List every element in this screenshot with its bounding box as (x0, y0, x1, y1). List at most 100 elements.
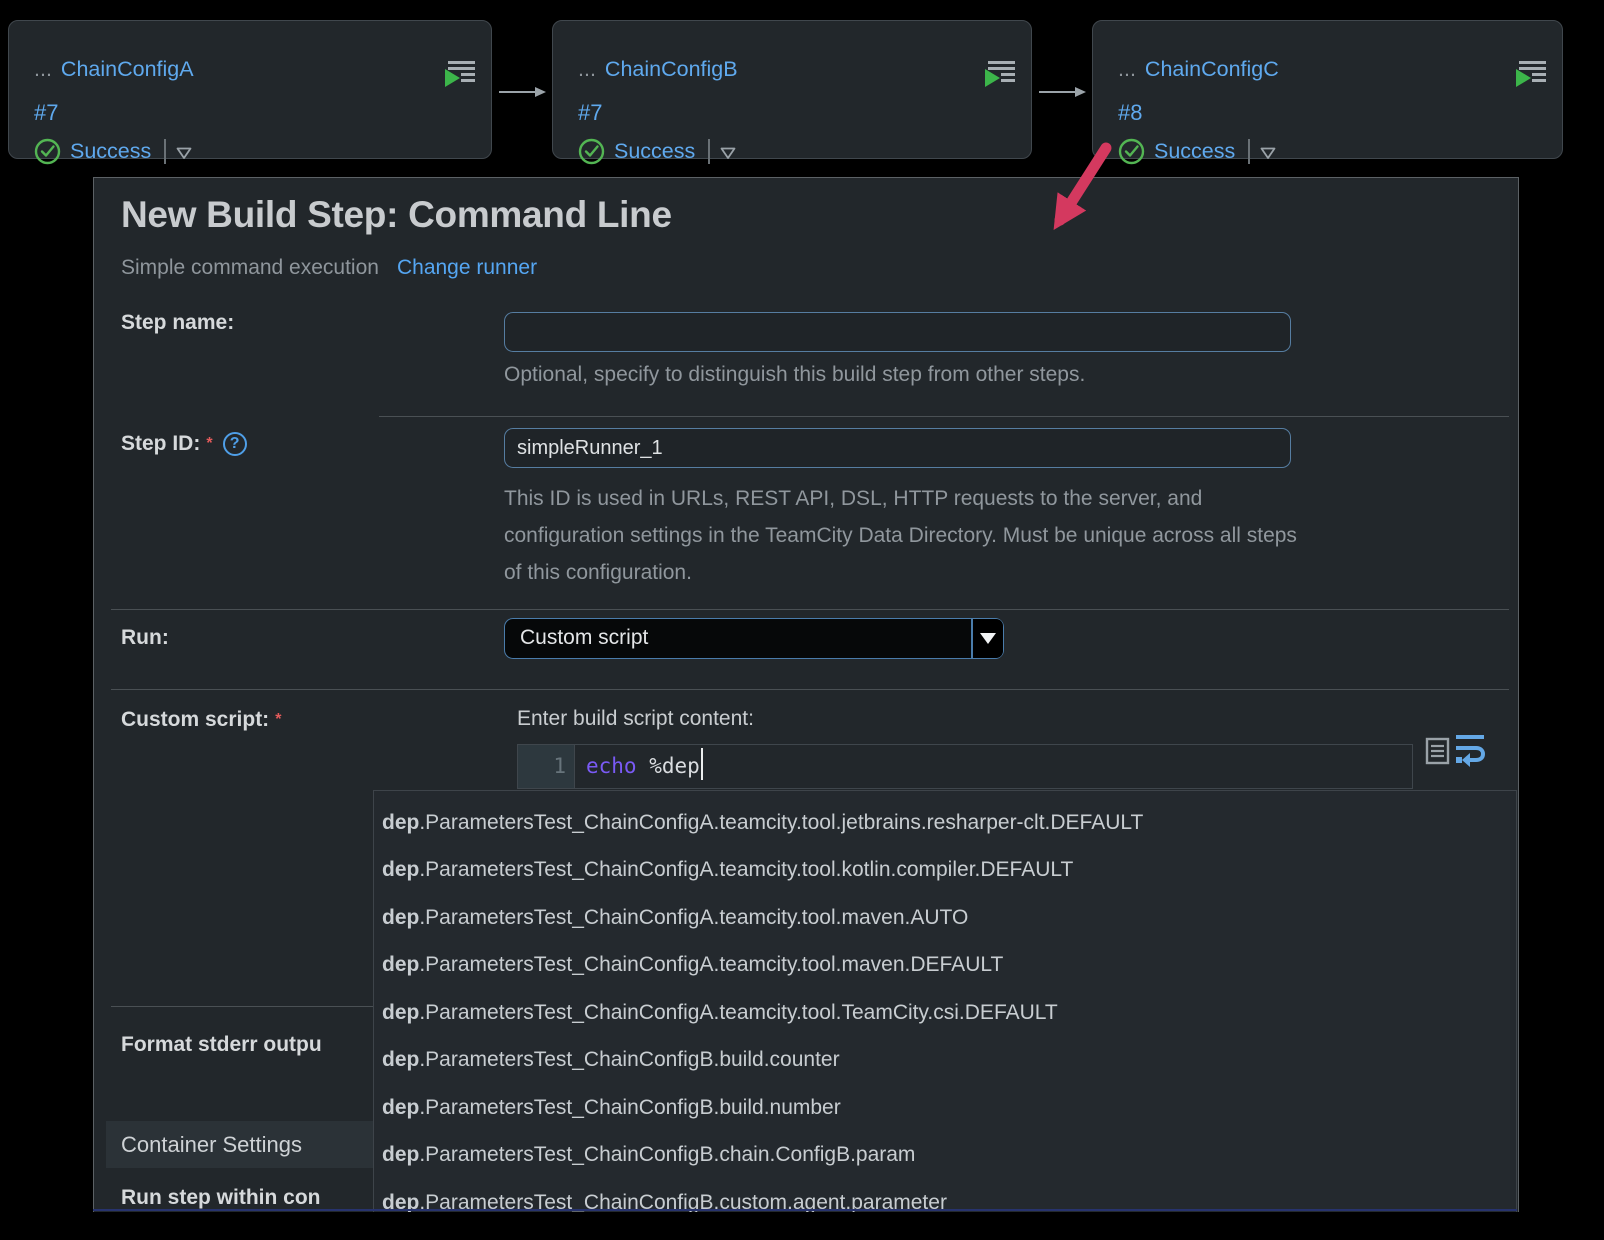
build-status-link[interactable]: Success (70, 139, 152, 163)
step-id-label-row: Step ID: * ? (121, 432, 247, 456)
autocomplete-item[interactable]: dep.ParametersTest_ChainConfigA.teamcity… (374, 942, 1516, 990)
autocomplete-item-text: .ParametersTest_ChainConfigA.teamcity.to… (419, 953, 1004, 977)
build-config-link[interactable]: ChainConfigC (1144, 57, 1279, 81)
status-menu-caret-icon[interactable] (720, 147, 736, 160)
build-status-row: Success (1118, 138, 1276, 165)
chain-arrow-icon (1039, 87, 1086, 97)
status-separator (1248, 139, 1251, 164)
autocomplete-item[interactable]: dep.ParametersTest_ChainConfigA.teamcity… (374, 847, 1516, 895)
build-config-link[interactable]: ChainConfigB (604, 57, 738, 81)
run-build-icon[interactable] (444, 60, 476, 87)
show-document-icon[interactable] (1425, 737, 1450, 765)
soft-wrap-icon[interactable] (1454, 732, 1486, 768)
autocomplete-item[interactable]: dep.ParametersTest_ChainConfigA.teamcity… (374, 799, 1516, 847)
autocomplete-item-text: .ParametersTest_ChainConfigB.chain.Confi… (419, 1143, 916, 1167)
autocomplete-item[interactable]: dep.ParametersTest_ChainConfigB.build.nu… (374, 1084, 1516, 1132)
step-id-help: This ID is used in URLs, REST API, DSL, … (504, 480, 1297, 591)
autocomplete-item-prefix: dep (382, 953, 420, 977)
editor-code-line[interactable]: echo %dep (575, 745, 1412, 788)
autocomplete-item-text: .ParametersTest_ChainConfigB.build.numbe… (419, 1095, 841, 1119)
runner-description: Simple command execution (121, 256, 379, 279)
build-status-link[interactable]: Success (1154, 139, 1236, 163)
custom-script-label-row: Custom script: * (121, 708, 281, 732)
step-id-help-line: of this configuration. (504, 561, 692, 584)
autocomplete-item[interactable]: dep.ParametersTest_ChainConfigB.custom.a… (374, 1179, 1516, 1212)
step-id-help-line: This ID is used in URLs, REST API, DSL, … (504, 487, 1203, 510)
run-label: Run: (121, 626, 169, 649)
runner-subtitle-row: Simple command execution Change runner (121, 256, 537, 280)
build-status-link[interactable]: Success (614, 139, 696, 163)
select-dropdown-arrow-icon[interactable] (971, 619, 1003, 658)
autocomplete-item[interactable]: dep.ParametersTest_ChainConfigB.build.co… (374, 1037, 1516, 1085)
step-name-input[interactable] (504, 312, 1291, 352)
autocomplete-item-text: .ParametersTest_ChainConfigA.teamcity.to… (419, 858, 1074, 882)
run-within-container-label: Run step within con (121, 1186, 321, 1209)
screen-content: ... ChainConfigA #7 Success ... ChainC (0, 0, 1604, 1212)
script-content-label: Enter build script content: (517, 707, 754, 730)
collapsed-path-ellipsis: ... (578, 57, 596, 81)
help-icon[interactable]: ? (222, 432, 247, 456)
autocomplete-item-prefix: dep (382, 810, 420, 834)
success-check-icon (1118, 138, 1145, 165)
status-separator (164, 139, 167, 164)
status-menu-caret-icon[interactable] (176, 147, 192, 160)
autocomplete-item[interactable]: dep.ParametersTest_ChainConfigB.chain.Co… (374, 1132, 1516, 1180)
run-build-icon[interactable] (1515, 60, 1547, 87)
build-status-row: Success (578, 138, 736, 165)
step-id-label: Step ID: (121, 432, 201, 455)
step-id-input[interactable] (504, 428, 1291, 468)
autocomplete-item[interactable]: dep.ParametersTest_ChainConfigA.teamcity… (374, 894, 1516, 942)
build-config-title: ... ChainConfigC (1118, 57, 1279, 82)
code-keyword: echo (586, 754, 637, 778)
divider (379, 416, 1509, 417)
divider (111, 689, 1509, 690)
autocomplete-item-text: .ParametersTest_ChainConfigB.custom.agen… (419, 1190, 947, 1212)
status-separator (708, 139, 711, 164)
success-check-icon (34, 138, 61, 165)
code-argument-text: %dep (649, 754, 700, 778)
chain-arrow-icon (499, 87, 546, 97)
build-chain-card: ... ChainConfigA #7 Success (8, 20, 492, 165)
autocomplete-item-prefix: dep (382, 1143, 420, 1167)
success-check-icon (578, 138, 605, 165)
run-select-value: Custom script (520, 626, 649, 649)
run-build-icon[interactable] (984, 60, 1016, 87)
run-select[interactable]: Custom script (504, 618, 1004, 659)
step-name-help: Optional, specify to distinguish this bu… (504, 363, 1086, 386)
text-cursor (700, 748, 703, 780)
editor-line-number: 1 (518, 745, 575, 788)
container-settings-label: Container Settings (121, 1131, 302, 1157)
parameter-autocomplete-popup: dep.ParametersTest_ChainConfigA.teamcity… (373, 790, 1517, 1212)
build-config-title: ... ChainConfigB (578, 57, 738, 82)
build-number-link[interactable]: #8 (1118, 100, 1143, 125)
autocomplete-item-text: .ParametersTest_ChainConfigB.build.count… (419, 1048, 840, 1072)
required-asterisk: * (275, 711, 282, 728)
autocomplete-item-prefix: dep (382, 905, 420, 929)
change-runner-link[interactable]: Change runner (396, 256, 538, 279)
format-stderr-label: Format stderr outpu (121, 1033, 322, 1056)
build-status-row: Success (34, 138, 192, 165)
autocomplete-item-prefix: dep (382, 1190, 420, 1212)
build-number-link[interactable]: #7 (34, 100, 59, 125)
autocomplete-item-text: .ParametersTest_ChainConfigA.teamcity.to… (419, 905, 969, 929)
collapsed-path-ellipsis: ... (34, 57, 52, 81)
autocomplete-item[interactable]: dep.ParametersTest_ChainConfigA.teamcity… (374, 989, 1516, 1037)
step-name-label: Step name: (121, 311, 235, 334)
build-config-link[interactable]: ChainConfigA (60, 57, 194, 81)
autocomplete-item-prefix: dep (382, 1000, 420, 1024)
build-config-title: ... ChainConfigA (34, 57, 194, 82)
build-number-link[interactable]: #7 (578, 100, 603, 125)
autocomplete-item-prefix: dep (382, 1048, 420, 1072)
script-editor[interactable]: 1 echo %dep (517, 744, 1413, 789)
custom-script-label: Custom script: (121, 708, 270, 731)
collapsed-path-ellipsis: ... (1118, 57, 1136, 81)
status-menu-caret-icon[interactable] (1260, 147, 1276, 160)
step-id-help-line: configuration settings in the TeamCity D… (504, 524, 1297, 547)
window-bottom-edge (93, 1209, 1517, 1211)
build-chain-card: ... ChainConfigC #8 Success (1092, 20, 1563, 165)
required-asterisk: * (206, 435, 213, 452)
autocomplete-item-prefix: dep (382, 1095, 420, 1119)
autocomplete-item-text: .ParametersTest_ChainConfigA.teamcity.to… (419, 1000, 1058, 1024)
autocomplete-item-text: .ParametersTest_ChainConfigA.teamcity.to… (419, 810, 1144, 834)
page-title: New Build Step: Command Line (121, 194, 672, 235)
